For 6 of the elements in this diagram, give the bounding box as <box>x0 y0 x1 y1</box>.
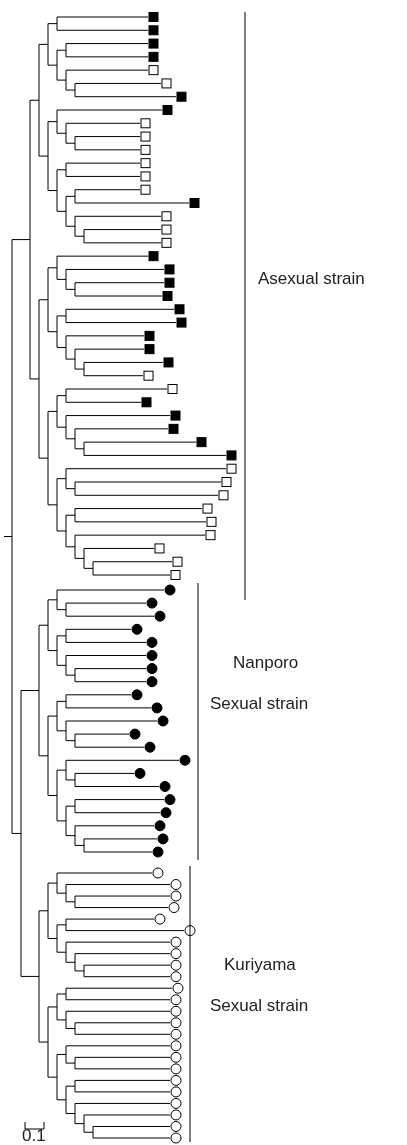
group-label: Asexual strain <box>258 269 365 290</box>
scale-value: 0.1 <box>22 1126 46 1145</box>
group-label: Sexual strain <box>210 694 309 715</box>
group-label: Sexual strain <box>210 996 309 1017</box>
group-label: Nanporo <box>233 653 299 674</box>
group-label: Kuriyama <box>224 955 296 976</box>
